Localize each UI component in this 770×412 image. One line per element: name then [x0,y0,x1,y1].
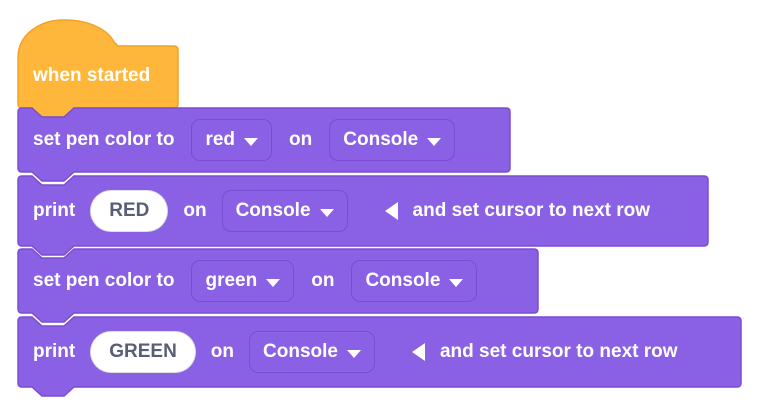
device-dropdown-3[interactable]: Console [351,260,478,302]
set-pen-red-on-label: on [289,129,313,150]
device-dropdown-4-value: Console [263,341,338,362]
dropdown-caret-icon [319,208,334,217]
set-pen-red-prefix-label: set pen color to [33,129,175,150]
print-red-block-shape[interactable] [17,175,709,256]
set-pen-red-block-shape[interactable] [17,107,511,182]
print-red-block[interactable]: print RED on Console and set cursor to n… [18,176,708,246]
collapse-arrow-icon[interactable] [384,202,398,220]
device-dropdown-1-value: Console [343,129,419,150]
pen-color-dropdown-red-value: red [205,129,236,150]
pen-color-dropdown-green[interactable]: green [191,260,295,302]
print-green-prefix-label: print [33,341,76,362]
print-green-text-input[interactable]: GREEN [90,331,196,373]
pen-color-dropdown-red[interactable]: red [191,119,273,161]
device-dropdown-2-value: Console [235,200,311,221]
print-green-text-value: GREEN [109,341,177,362]
dropdown-caret-icon [427,137,442,146]
print-green-block[interactable]: print GREEN on Console and set cursor to… [18,317,741,387]
dropdown-caret-icon [266,278,281,287]
device-dropdown-1[interactable]: Console [329,119,456,161]
print-green-suffix-label: and set cursor to next row [439,341,678,362]
when-started-block[interactable]: when started [18,44,178,108]
set-pen-green-block[interactable]: set pen color to green on Console [18,249,538,313]
set-pen-green-on-label: on [311,270,335,291]
device-dropdown-3-value: Console [365,270,441,291]
when-started-label: when started [33,65,151,86]
print-red-text-input[interactable]: RED [90,190,169,232]
device-dropdown-4[interactable]: Console [249,331,375,373]
dropdown-caret-icon [449,278,464,287]
device-dropdown-2[interactable]: Console [221,190,348,232]
pen-color-dropdown-green-value: green [205,270,258,291]
set-pen-green-prefix-label: set pen color to [33,270,175,291]
set-pen-red-block[interactable]: set pen color to red on Console [18,108,510,172]
print-red-text-value: RED [109,200,150,221]
print-red-prefix-label: print [33,200,76,221]
print-green-on-label: on [210,341,235,362]
dropdown-caret-icon [244,137,259,146]
print-green-block-shape[interactable] [17,316,742,397]
print-red-on-label: on [183,200,207,221]
dropdown-caret-icon [346,349,361,358]
collapse-arrow-icon[interactable] [411,343,425,361]
print-red-suffix-label: and set cursor to next row [412,200,651,221]
